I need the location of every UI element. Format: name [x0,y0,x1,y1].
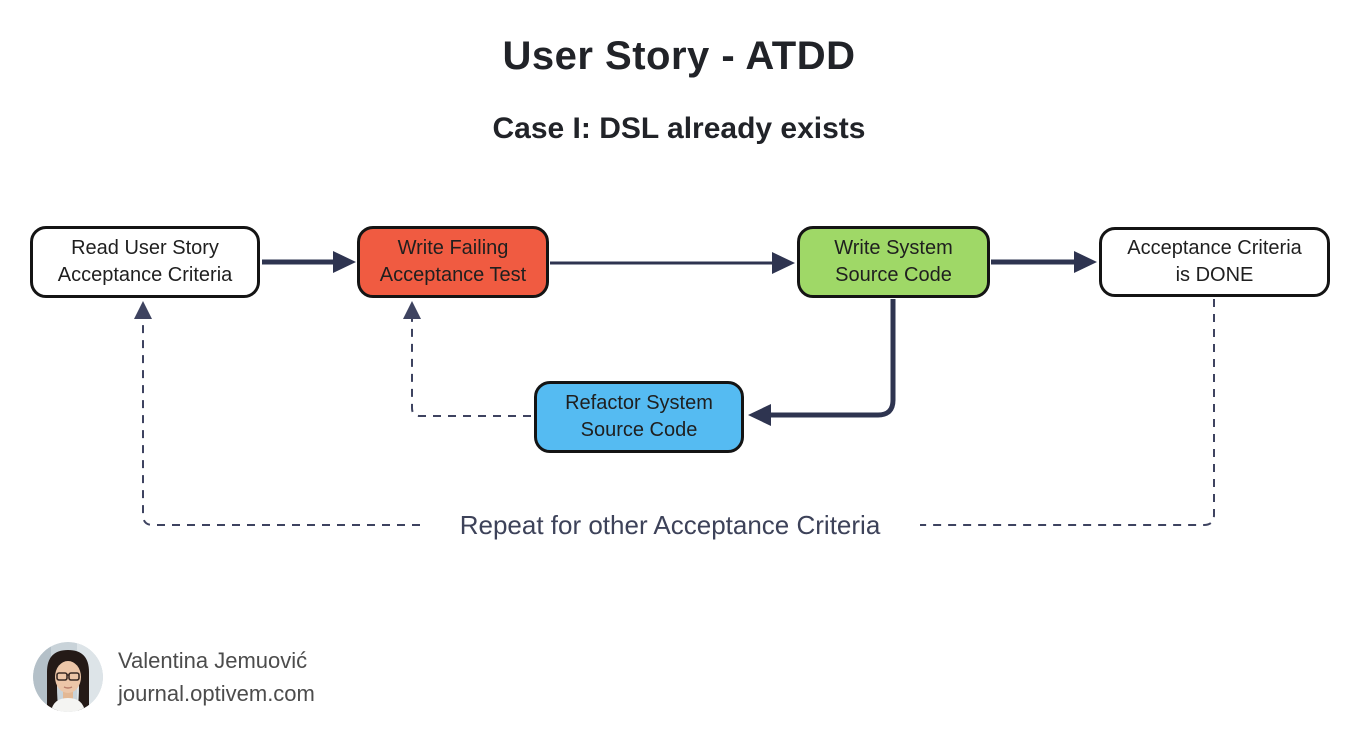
arrowhead-right-icon [772,252,795,274]
node-read-user-story: Read User Story Acceptance Criteria [30,226,260,298]
page-title: User Story - ATDD [502,34,856,78]
arrowhead-right-icon [1074,251,1097,273]
arrowhead-up-icon [134,301,152,319]
arrowhead-up-icon [403,301,421,319]
repeat-loop-label: Repeat for other Acceptance Criteria [420,510,920,541]
node-write-system-source-code: Write System Source Code [797,226,990,298]
node-refactor-system-source-code: Refactor System Source Code [534,381,744,453]
node-label-line: Source Code [835,264,952,286]
node-label-line: Read User Story [71,237,219,259]
page-subtitle: Case I: DSL already exists [492,112,866,145]
node-label-line: Write System [834,237,953,259]
dashed-refactor-to-write-failing [411,314,531,417]
node-label-line: Write Failing [397,237,509,259]
node-label-line: Acceptance Criteria [57,264,233,286]
author-website: journal.optivem.com [118,681,315,706]
node-label-line: Acceptance Criteria [1127,237,1302,259]
dashed-repeat-label-to-read [142,314,420,526]
node-label-line: Refactor System [565,392,713,414]
arrowhead-right-icon [333,251,356,273]
node-label-line: is DONE [1175,264,1254,286]
node-label-line: Acceptance Test [379,264,527,286]
arrowhead-left-icon [748,404,771,426]
author-name: Valentina Jemuović [118,648,308,673]
arrow-write-system-to-refactor [768,299,896,418]
dashed-done-to-repeat-label [918,299,1215,526]
author-avatar [33,642,103,712]
node-write-failing-acceptance-test: Write Failing Acceptance Test [357,226,549,298]
node-label-line: Source Code [580,419,698,441]
node-acceptance-criteria-done: Acceptance Criteria is DONE [1099,227,1330,297]
author-credit: Valentina Jemuović journal.optivem.com [33,642,315,712]
avatar-portrait-icon [33,642,103,712]
